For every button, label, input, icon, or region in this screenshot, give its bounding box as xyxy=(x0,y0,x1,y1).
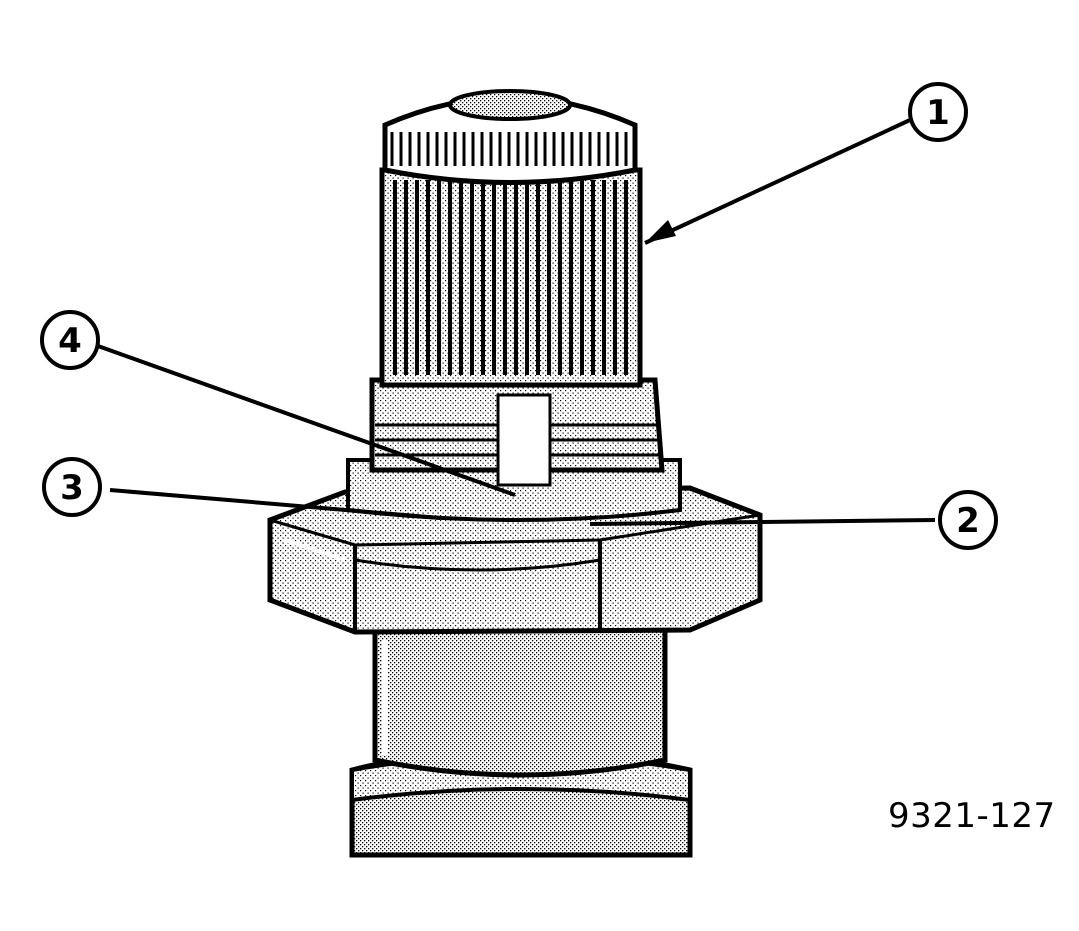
svg-text:4: 4 xyxy=(58,321,82,361)
callout-2: 2 xyxy=(938,490,998,550)
callout-1: 1 xyxy=(908,82,968,142)
leader-1 xyxy=(644,118,911,245)
leader-3 xyxy=(109,488,441,520)
leader-2 xyxy=(589,518,936,526)
leader-lines xyxy=(97,118,936,526)
svg-text:1: 1 xyxy=(926,93,950,133)
arrow-1 xyxy=(645,220,676,243)
svg-text:3: 3 xyxy=(60,468,84,508)
threaded-collar xyxy=(369,377,665,487)
splined-shaft xyxy=(379,167,643,388)
figure-id: 9321-127 xyxy=(888,796,1056,836)
callout-3: 3 xyxy=(42,457,102,517)
leader-4 xyxy=(97,344,516,497)
svg-text:2: 2 xyxy=(956,501,980,541)
callout-4: 4 xyxy=(40,310,100,370)
knurled-top xyxy=(382,89,638,185)
lower-shaft xyxy=(349,627,693,858)
